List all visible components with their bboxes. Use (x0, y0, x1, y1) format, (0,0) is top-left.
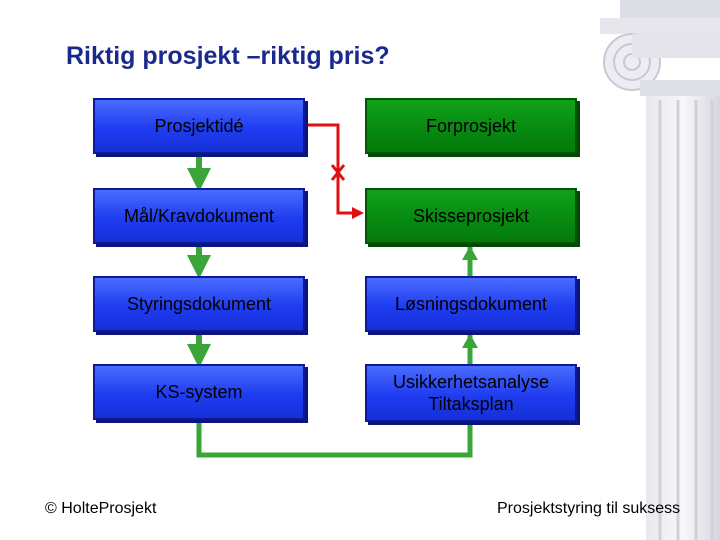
box-governance-document: Styringsdokument (93, 276, 305, 332)
box-risk-analysis: Usikkerhetsanalyse Tiltaksplan (365, 364, 577, 422)
box-qa-system: KS-system (93, 364, 305, 420)
footer-tagline: Prosjektstyring til suksess (497, 500, 681, 517)
slide-title: Riktig prosjekt –riktig pris? (66, 42, 390, 70)
arrow-solution-head (462, 334, 478, 348)
red-connector (308, 123, 355, 215)
box-solution-document: Løsningsdokument (365, 276, 577, 332)
footer-copyright: © HolteProsjekt (45, 500, 157, 517)
red-cross-b (330, 164, 346, 181)
box-pre-project: Forprosjekt (365, 98, 577, 154)
red-arrow-head (352, 207, 364, 219)
box-project-idea: Prosjektidé (93, 98, 305, 154)
loop-connector (196, 420, 473, 458)
box-goals-requirements: Mål/Kravdokument (93, 188, 305, 244)
ionic-column-illustration (600, 0, 720, 540)
box-sketch-project: Skisseprosjekt (365, 188, 577, 244)
arrow-sketch-head (462, 246, 478, 260)
